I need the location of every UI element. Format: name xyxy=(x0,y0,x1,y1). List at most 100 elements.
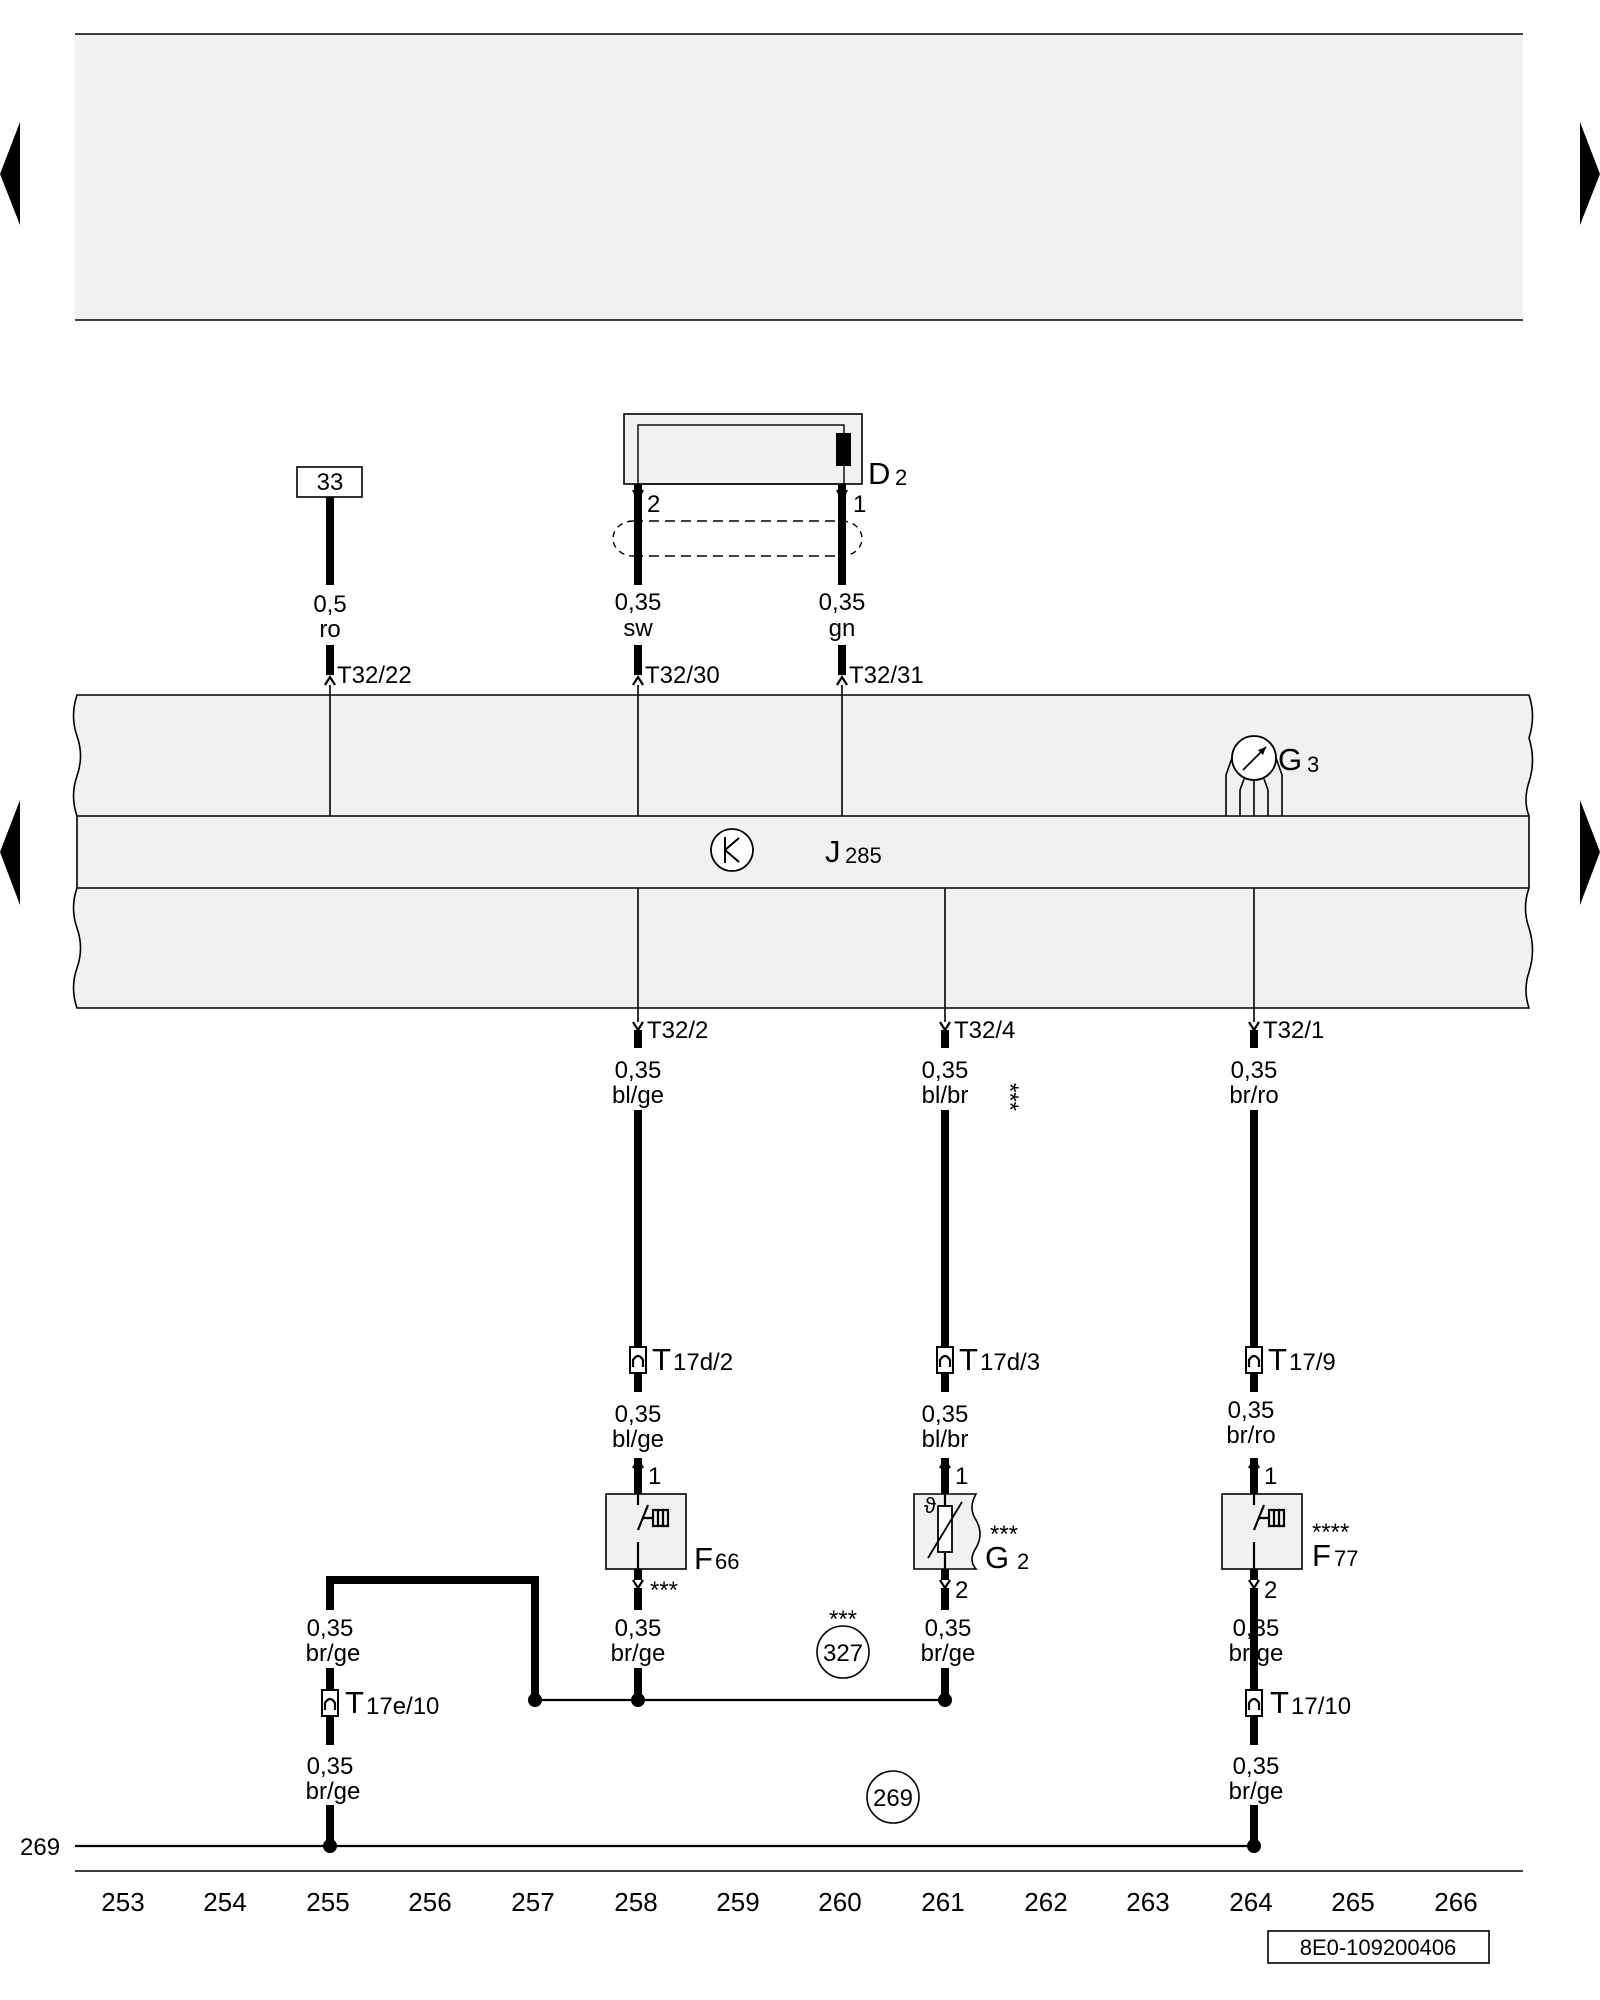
wire-size-label: 0,35 xyxy=(615,1401,662,1428)
g2-letter: G xyxy=(985,1540,1009,1575)
ground-line-label: 269 xyxy=(20,1834,60,1861)
connector-t17d-3: 17d/3 xyxy=(980,1349,1040,1376)
wire-size-label: 0,35 xyxy=(1233,1753,1280,1780)
connector-t17d-2: 17d/2 xyxy=(673,1349,733,1376)
connector-plug-icon xyxy=(629,1346,647,1374)
left-triangle-icon[interactable] xyxy=(0,122,20,225)
ruler-tick-label: 261 xyxy=(921,1887,964,1917)
f66-subscript: 66 xyxy=(715,1549,739,1574)
d2-pin-1: 1 xyxy=(853,491,866,518)
ruler-tick-label: 264 xyxy=(1229,1887,1272,1917)
cable-shield xyxy=(612,520,863,557)
temperature-icon: ϑ xyxy=(924,1493,936,1518)
connector-plug-icon xyxy=(1245,1346,1263,1374)
wire-color-label: br/ge xyxy=(921,1640,976,1667)
j285-subscript: 285 xyxy=(845,843,882,868)
junction-dot xyxy=(323,1839,337,1853)
ruler-tick-label: 260 xyxy=(818,1887,861,1917)
component-f66: F 66 xyxy=(605,1493,739,1576)
d2-letter: D xyxy=(868,456,890,491)
junction-dot xyxy=(938,1693,952,1707)
wire-size-label: 0,35 xyxy=(1231,1057,1278,1084)
ref-269-number: 269 xyxy=(873,1785,913,1812)
wire-size-label: 0,35 xyxy=(925,1615,972,1642)
connector-t32-30: T32/30 xyxy=(645,662,720,689)
component-g2: ϑ *** G 2 xyxy=(913,1493,1029,1575)
connector-t32-1: T32/1 xyxy=(1263,1017,1324,1044)
junction-dot xyxy=(528,1693,542,1707)
junction-dot xyxy=(631,1693,645,1707)
g2-pin-2: 2 xyxy=(955,1577,968,1604)
ruler-tick-label: 266 xyxy=(1434,1887,1477,1917)
connector-t32-2: T32/2 xyxy=(647,1017,708,1044)
wire-color-label: bl/br xyxy=(922,1082,969,1109)
connector-letter: T xyxy=(345,1685,364,1720)
connector-plug-icon xyxy=(936,1346,954,1374)
ruler: 253 254 255 256 257 258 259 260 261 262 … xyxy=(101,1887,1477,1917)
d2-subscript: 2 xyxy=(895,465,907,490)
connector-letter: T xyxy=(959,1342,978,1377)
ruler-tick-label: 256 xyxy=(408,1887,451,1917)
f66-pin-1: 1 xyxy=(648,1463,661,1490)
right-triangle-icon[interactable] xyxy=(1580,122,1600,225)
ref-327-circle xyxy=(816,1625,870,1679)
f66-note-stars: *** xyxy=(650,1577,678,1604)
doc-id-label: 8E0-109200406 xyxy=(1300,1935,1457,1960)
wire-color-label: sw xyxy=(623,615,653,642)
header-panel xyxy=(75,34,1523,320)
ref-269-circle xyxy=(866,1770,920,1824)
ruler-tick-label: 263 xyxy=(1126,1887,1169,1917)
wire-size-label: 0,35 xyxy=(1228,1397,1275,1424)
wire-color-label: br/ge xyxy=(611,1640,666,1667)
ruler-tick-label: 259 xyxy=(716,1887,759,1917)
wire-size-label: 0,35 xyxy=(307,1753,354,1780)
g3-letter: G xyxy=(1278,742,1302,777)
left-triangle-icon[interactable] xyxy=(0,800,20,905)
wire-color-label: bl/ge xyxy=(612,1082,664,1109)
g2-pin-1: 1 xyxy=(955,1463,968,1490)
ruler-tick-label: 253 xyxy=(101,1887,144,1917)
connector-t32-4: T32/4 xyxy=(954,1017,1015,1044)
component-g3: G 3 xyxy=(1225,735,1319,816)
connector-letter: T xyxy=(652,1342,671,1377)
wire-size-label: 0,35 xyxy=(615,1057,662,1084)
right-triangle-icon[interactable] xyxy=(1580,800,1600,905)
component-d2: D 2 xyxy=(623,413,907,491)
f77-letter: F xyxy=(1312,1538,1331,1573)
junction-dot xyxy=(1247,1839,1261,1853)
ruler-tick-label: 254 xyxy=(203,1887,246,1917)
doc-id-box xyxy=(1267,1930,1490,1964)
connector-plug-icon xyxy=(1245,1689,1263,1717)
wire-left-branch xyxy=(326,1576,539,1700)
wire-size-label: 0,35 xyxy=(615,589,662,616)
j285-letter: J xyxy=(825,834,841,869)
wire-note-stars: *** xyxy=(996,1083,1023,1111)
connector-plug-icon xyxy=(321,1689,339,1717)
ruler-tick-label: 255 xyxy=(306,1887,349,1917)
g2-note-stars: *** xyxy=(990,1521,1018,1548)
f77-pin-2: 2 xyxy=(1264,1577,1277,1604)
g3-subscript: 3 xyxy=(1307,752,1319,777)
ruler-tick-label: 258 xyxy=(614,1887,657,1917)
f66-letter: F xyxy=(694,1541,713,1576)
ruler-tick-label: 257 xyxy=(511,1887,554,1917)
wire-color-label: br/ge xyxy=(306,1778,361,1805)
wire-size-label: 0,5 xyxy=(313,591,346,618)
wire-size-label: 0,35 xyxy=(615,1615,662,1642)
speedometer-icon xyxy=(710,828,754,872)
wire-size-label: 0,35 xyxy=(922,1057,969,1084)
connector-t17e-10: 17e/10 xyxy=(366,1693,439,1720)
ruler-tick-label: 265 xyxy=(1331,1887,1374,1917)
wire-size-label: 0,35 xyxy=(819,589,866,616)
connector-letter: T xyxy=(1270,1685,1289,1720)
connector-t17-9: 17/9 xyxy=(1289,1349,1336,1376)
connector-t17-10: 17/10 xyxy=(1291,1693,1351,1720)
terminal-33-box xyxy=(296,466,363,498)
connector-letter: T xyxy=(1268,1342,1287,1377)
ref-327-number: 327 xyxy=(823,1640,863,1667)
wire-color-label: br/ge xyxy=(306,1640,361,1667)
wire-color-label: br/ge xyxy=(1229,1778,1284,1805)
wire-color-label: bl/br xyxy=(922,1426,969,1453)
f77-subscript: 77 xyxy=(1334,1546,1358,1571)
